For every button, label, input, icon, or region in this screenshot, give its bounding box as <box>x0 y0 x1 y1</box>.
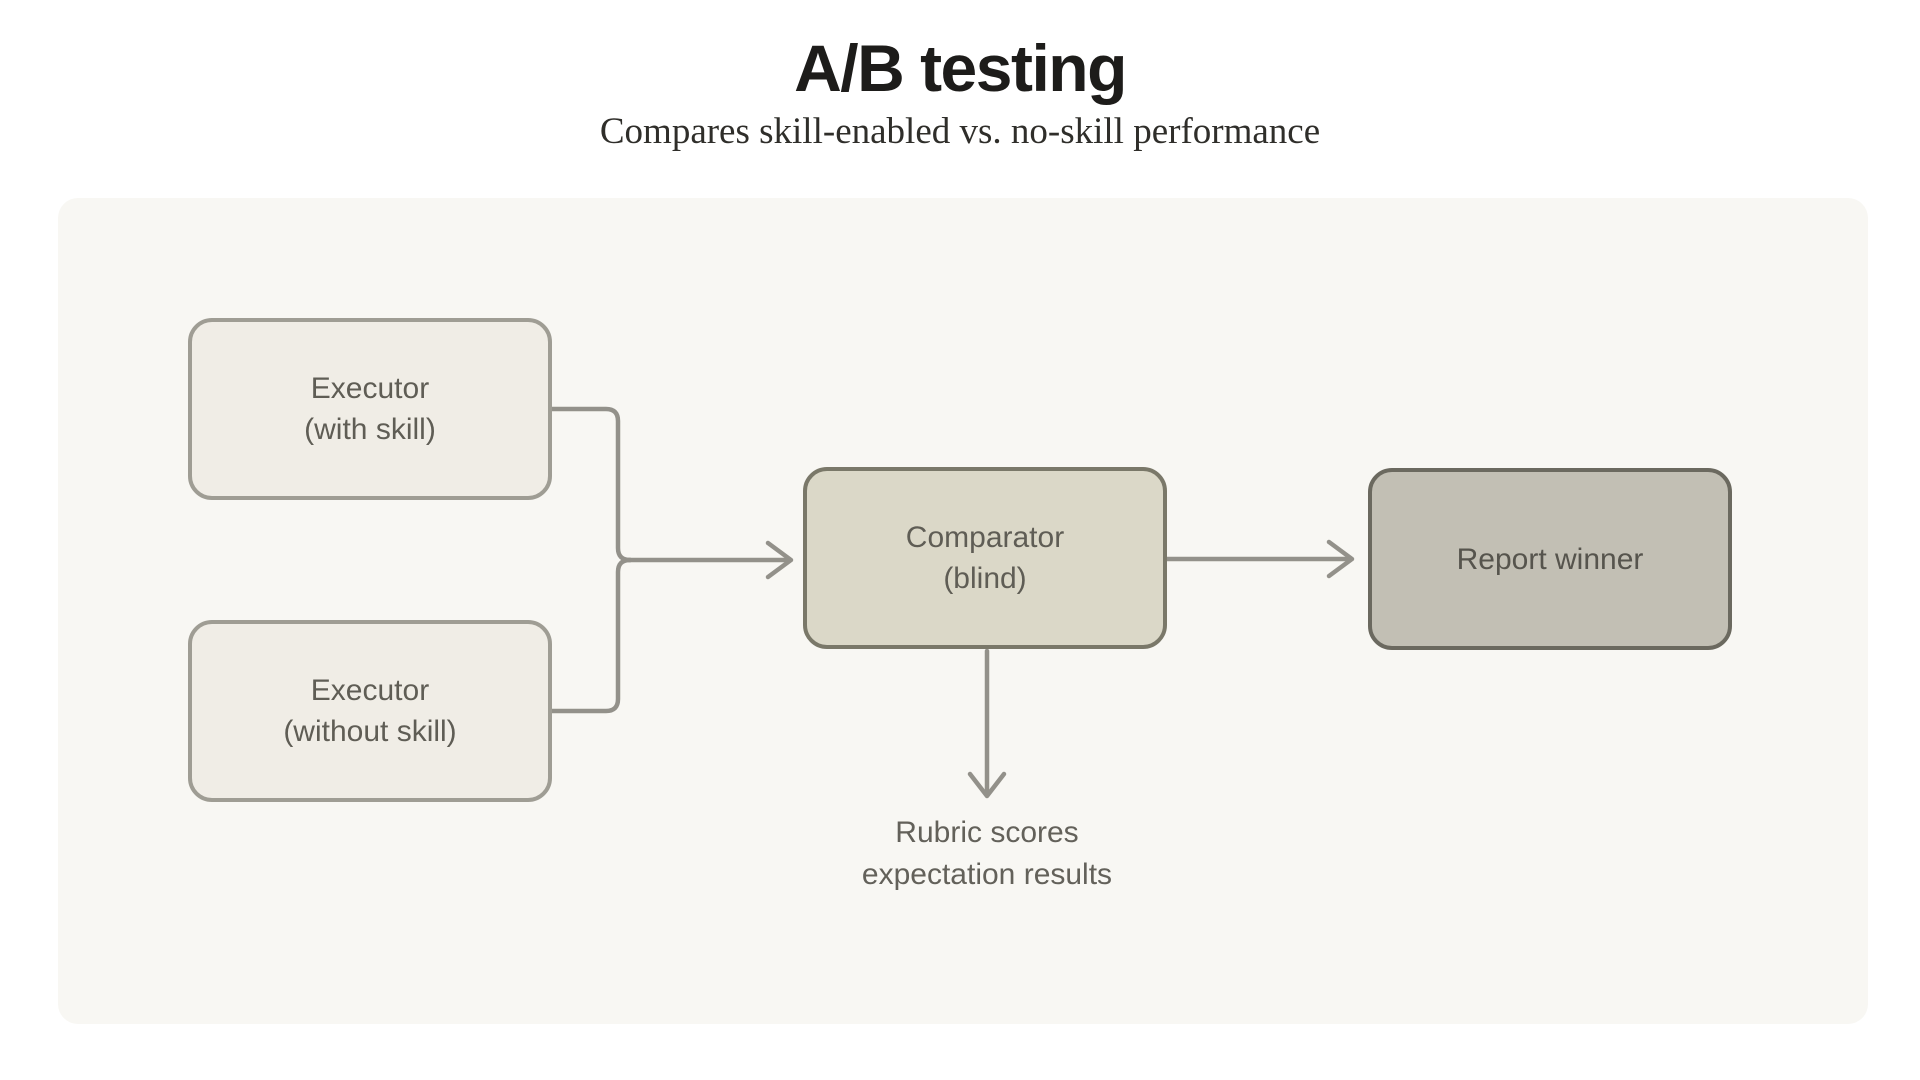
node-label-line: Comparator <box>905 521 1065 554</box>
node-executor-with-skill: Executor (with skill) <box>188 318 552 500</box>
node-label-line: (blind) <box>943 562 1027 595</box>
node-comparator: Comparator (blind) <box>803 467 1167 649</box>
output-label-line: Rubric scores <box>895 816 1079 849</box>
node-label-line: Executor <box>310 372 430 405</box>
output-label-line: expectation results <box>861 858 1113 891</box>
node-executor-without-skill: Executor (without skill) <box>188 620 552 802</box>
page-title: A/B testing <box>794 31 1127 105</box>
node-label-line: Report winner <box>1456 542 1644 576</box>
rubric-output-label: Rubric scores expectation results <box>805 812 1169 896</box>
node-label-line: Executor <box>310 674 430 707</box>
node-label-line: (without skill) <box>283 715 457 748</box>
node-label-line: (with skill) <box>304 413 436 446</box>
page-subtitle: Compares skill-enabled vs. no-skill perf… <box>599 111 1321 152</box>
node-report-winner: Report winner <box>1368 468 1732 650</box>
